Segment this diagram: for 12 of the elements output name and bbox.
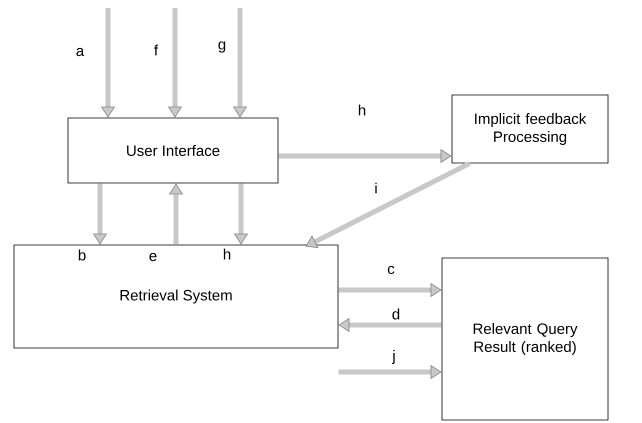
edge-label: f bbox=[152, 44, 160, 56]
edge-label: c bbox=[386, 264, 396, 276]
edge-label: d bbox=[390, 308, 402, 321]
edge-label: a bbox=[74, 46, 86, 58]
edge-label: g bbox=[216, 40, 228, 54]
process-box: Relevant Query Result (ranked) bbox=[442, 258, 608, 420]
edge-label: j bbox=[391, 349, 397, 365]
process-box: User Interface bbox=[68, 118, 278, 184]
edge-label: h bbox=[222, 248, 232, 260]
edge-label: i bbox=[373, 182, 379, 194]
process-box: Implicit feedback Processing bbox=[452, 94, 608, 164]
edge-label: h bbox=[356, 104, 368, 116]
